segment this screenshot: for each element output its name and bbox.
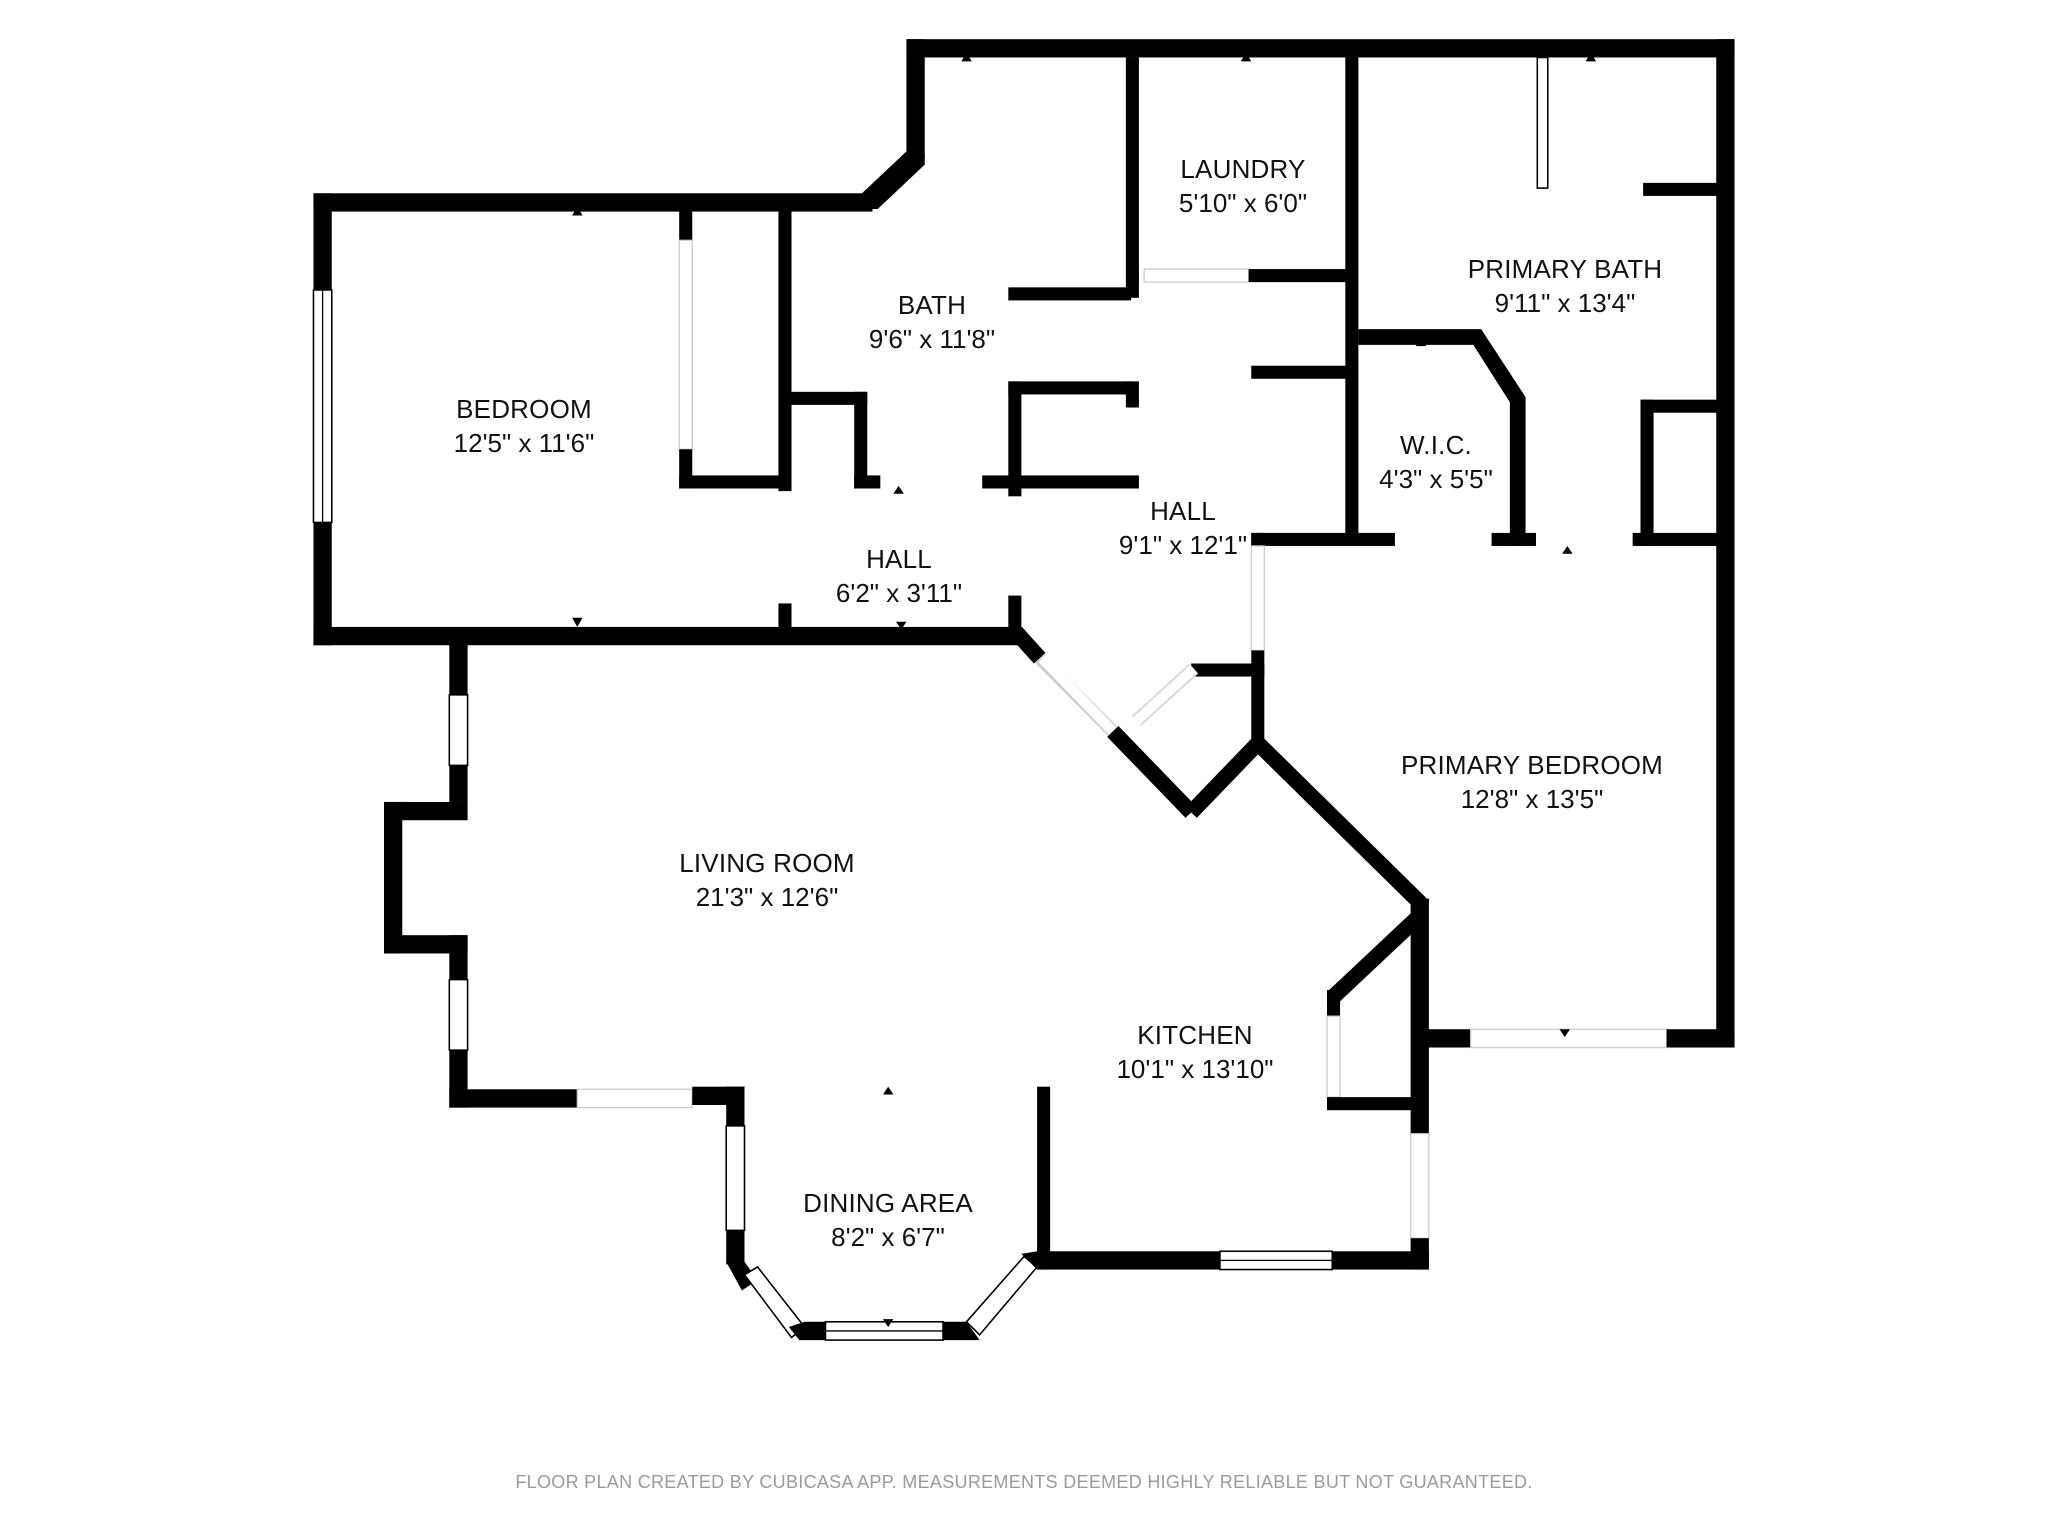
room-label-kitchen: KITCHEN 10'1" x 13'10" [1116, 1018, 1273, 1086]
room-name: HALL [1150, 496, 1216, 526]
room-name: BATH [897, 290, 967, 320]
room-name: PRIMARY BATH [1467, 254, 1663, 284]
room-dimensions: 9'1" x 12'1" [1118, 530, 1248, 560]
measurement-ticks [572, 52, 1597, 1328]
room-name: LAUNDRY [1180, 154, 1306, 184]
footer-disclaimer: FLOOR PLAN CREATED BY CUBICASA APP. MEAS… [515, 1472, 1533, 1492]
room-dimensions: 5'10" x 6'0" [1178, 188, 1308, 218]
room-label-laundry: LAUNDRY 5'10" x 6'0" [1179, 152, 1307, 220]
room-dimensions: 12'8" x 13'5" [1460, 784, 1604, 814]
room-dimensions: 9'6" x 11'8" [868, 324, 996, 354]
room-name: DINING AREA [803, 1188, 973, 1218]
room-label-hall-large: HALL 9'1" x 12'1" [1119, 494, 1247, 562]
room-dimensions: 12'5" x 11'6" [453, 428, 595, 458]
room-label-wic: W.I.C. 4'3" x 5'5" [1379, 428, 1493, 496]
room-name: W.I.C. [1400, 430, 1472, 460]
room-label-living-room: LIVING ROOM 21'3" x 12'6" [679, 846, 855, 914]
room-dimensions: 10'1" x 13'10" [1116, 1054, 1274, 1084]
room-label-primary-bedroom: PRIMARY BEDROOM 12'8" x 13'5" [1401, 748, 1663, 816]
room-dimensions: 6'2" x 3'11" [835, 578, 963, 608]
room-dimensions: 4'3" x 5'5" [1379, 464, 1493, 494]
interior-walls [678, 56, 1719, 1111]
room-label-bedroom: BEDROOM 12'5" x 11'6" [454, 392, 595, 460]
room-name: PRIMARY BEDROOM [1400, 750, 1664, 780]
room-name: HALL [866, 544, 932, 574]
room-name: LIVING ROOM [679, 848, 855, 878]
room-label-primary-bath: PRIMARY BATH 9'11" x 13'4" [1468, 252, 1663, 320]
room-label-hall-small: HALL 6'2" x 3'11" [836, 542, 962, 610]
room-dimensions: 21'3" x 12'6" [695, 882, 839, 912]
room-dimensions: 8'2" x 6'7" [831, 1222, 945, 1252]
exterior-walls [312, 39, 1735, 1341]
room-name: BEDROOM [456, 394, 592, 424]
room-dimensions: 9'11" x 13'4" [1494, 288, 1636, 318]
room-label-bath: BATH 9'6" x 11'8" [869, 288, 995, 356]
room-label-dining-area: DINING AREA 8'2" x 6'7" [803, 1186, 973, 1254]
room-name: KITCHEN [1137, 1020, 1253, 1050]
